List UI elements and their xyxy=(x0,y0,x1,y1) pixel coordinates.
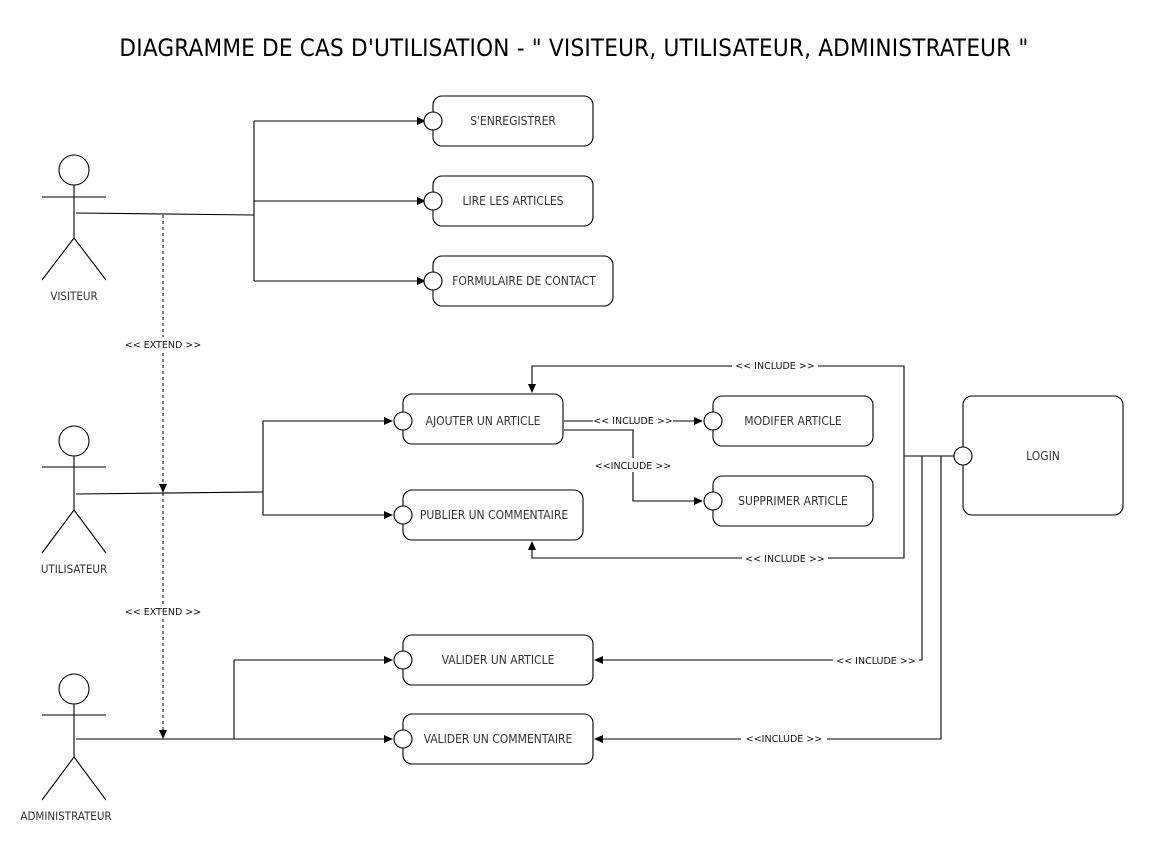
actor-administrateur-label: ADMINISTRATEUR xyxy=(20,809,111,823)
actor-utilisateur-label: UTILISATEUR xyxy=(41,562,107,576)
use-case-formulaire-contact-label: FORMULAIRE DE CONTACT xyxy=(452,274,596,288)
administrateur-associations xyxy=(76,656,393,743)
use-case-modifier-article: MODIFER ARTICLE xyxy=(703,395,874,447)
use-case-valider-commentaire-label: VALIDER UN COMMENTAIRE xyxy=(424,732,573,746)
use-case-ajouter-article-label: AJOUTER UN ARTICLE xyxy=(426,414,541,428)
include-relations: << INCLUDE >> <<INCLUDE >> << INCLUDE >>… xyxy=(528,359,955,746)
actor-administrateur: ADMINISTRATEUR xyxy=(20,673,112,823)
include-label-valider-article: << INCLUDE >> xyxy=(836,656,916,667)
include-label-publier: << INCLUDE >> xyxy=(745,554,825,565)
use-case-login: LOGIN xyxy=(953,395,1124,516)
include-label-top: << INCLUDE >> xyxy=(735,361,815,372)
use-case-enregistrer-label: S'ENREGISTRER xyxy=(470,114,556,128)
use-case-valider-article-label: VALIDER UN ARTICLE xyxy=(442,653,555,667)
actor-visiteur: VISITEUR xyxy=(41,154,107,303)
diagram-title: DIAGRAMME DE CAS D'UTILISATION - " VISIT… xyxy=(119,34,1028,62)
extend-relations: << EXTEND >> << EXTEND >> xyxy=(118,215,208,739)
include-label-valider-commentaire: <<INCLUDE >> xyxy=(746,734,823,745)
use-case-publier-commentaire-label: PUBLIER UN COMMENTAIRE xyxy=(420,508,568,522)
actor-utilisateur: UTILISATEUR xyxy=(41,425,107,576)
use-case-valider-commentaire: VALIDER UN COMMENTAIRE xyxy=(393,713,594,765)
use-case-ajouter-article: AJOUTER UN ARTICLE xyxy=(393,393,564,445)
use-case-publier-commentaire: PUBLIER UN COMMENTAIRE xyxy=(393,489,584,541)
include-label-supprimer: <<INCLUDE >> xyxy=(595,461,672,472)
utilisateur-associations xyxy=(75,417,393,519)
use-case-valider-article: VALIDER UN ARTICLE xyxy=(393,634,594,686)
use-case-enregistrer: S'ENREGISTRER xyxy=(423,95,594,147)
use-case-supprimer-article: SUPPRIMER ARTICLE xyxy=(703,475,874,527)
visiteur-associations xyxy=(75,117,426,285)
extend-label-2: << EXTEND >> xyxy=(125,607,201,618)
include-label-modifier: << INCLUDE >> xyxy=(593,416,673,427)
extend-label-1: << EXTEND >> xyxy=(125,340,201,351)
actor-visiteur-label: VISITEUR xyxy=(50,289,97,303)
use-case-lire-articles: LIRE LES ARTICLES xyxy=(423,175,594,227)
use-case-supprimer-article-label: SUPPRIMER ARTICLE xyxy=(738,494,848,508)
use-case-lire-articles-label: LIRE LES ARTICLES xyxy=(462,194,563,208)
use-case-modifier-article-label: MODIFER ARTICLE xyxy=(744,414,842,428)
use-case-formulaire-contact: FORMULAIRE DE CONTACT xyxy=(423,255,614,307)
use-case-login-label: LOGIN xyxy=(1026,449,1060,463)
